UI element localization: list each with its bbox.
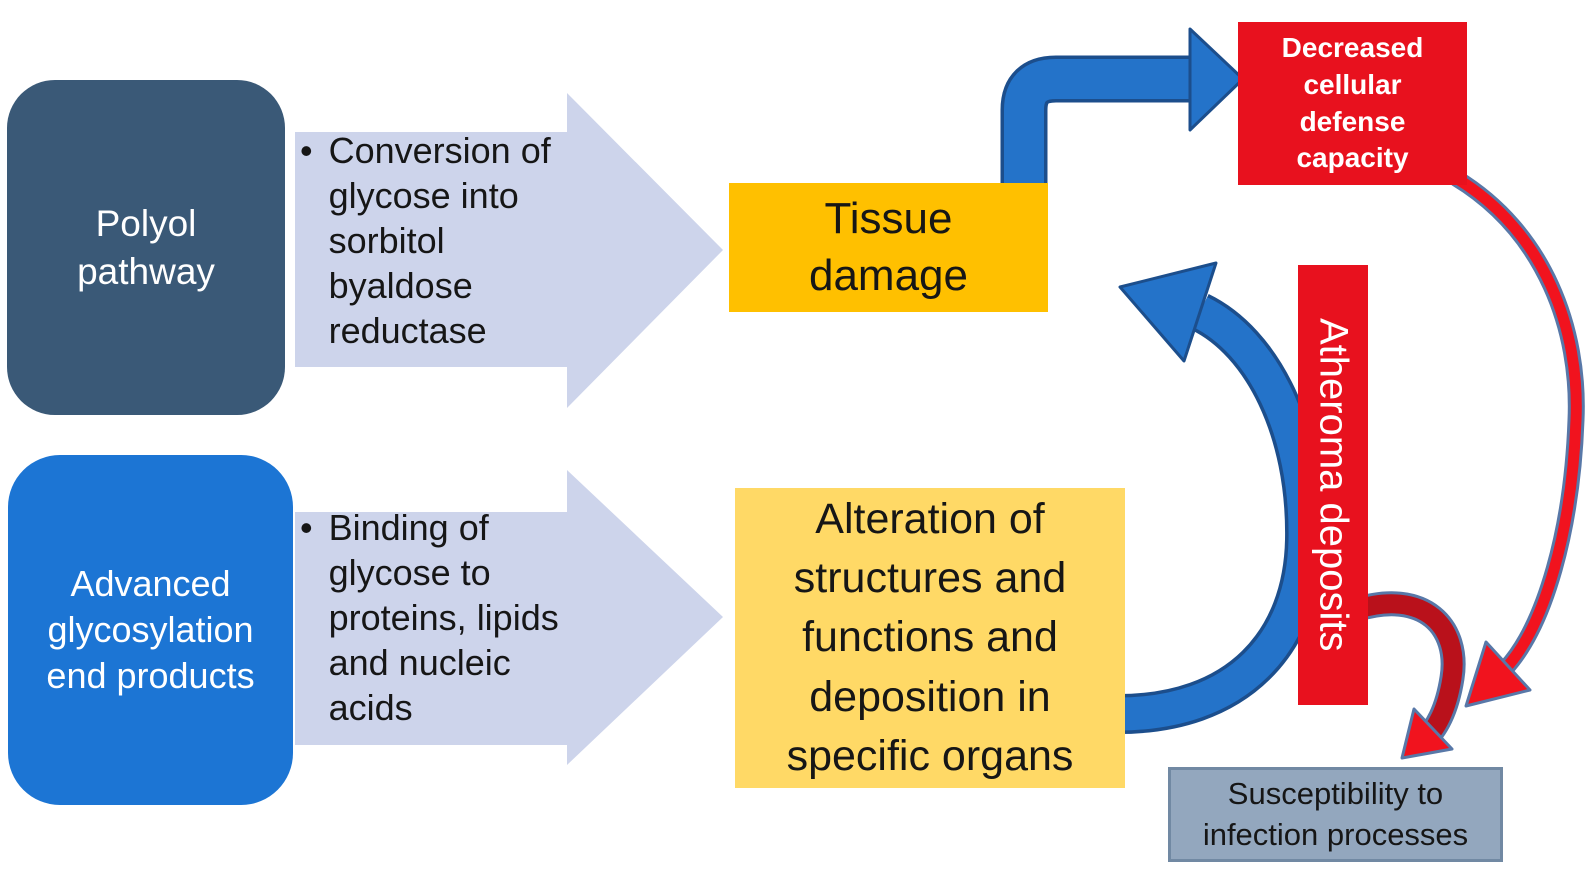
polyol-process-arrow (295, 93, 723, 408)
curve-arrow-defense-to-susceptibility (1453, 173, 1582, 672)
polyol-process-text: • Conversion of glycose into sorbitol by… (300, 128, 570, 353)
age-process-text: • Binding of glycose to proteins, lipids… (300, 505, 570, 730)
alteration-label: Alteration of structures and functions a… (786, 494, 1074, 780)
polyol-pathway-box: Polyol pathway (7, 80, 285, 415)
long-curve-arrowhead-icon (1464, 640, 1532, 708)
age-process-arrow (295, 470, 723, 765)
curl-arrow-atheroma-to-susceptibility (1352, 594, 1463, 748)
advanced-glycosylation-box: Advanced glycosylation end products (8, 455, 293, 805)
decreased-defense-box: Decreased cellular defense capacity (1238, 22, 1467, 185)
advanced-glycosylation-label: Advanced glycosylation end products (46, 562, 255, 697)
atheroma-deposits-label: Atheroma deposits (1311, 318, 1356, 652)
curl-arrowhead-icon (1400, 707, 1454, 760)
elbow-arrow-tissue-to-defense (1004, 59, 1192, 190)
curve-arrowhead-icon (1118, 261, 1218, 363)
age-process-label: Binding of glycose to proteins, lipids a… (328, 507, 559, 728)
polyol-process-label: Conversion of glycose into sorbitol byal… (328, 130, 551, 351)
tissue-damage-box: Tissue damage (729, 183, 1048, 312)
curve-arrow-defense-to-susceptibility-outline (1451, 170, 1585, 674)
alteration-box: Alteration of structures and functions a… (735, 488, 1125, 788)
bullet-icon: • (300, 130, 313, 171)
decreased-defense-label: Decreased cellular defense capacity (1281, 31, 1424, 174)
polyol-pathway-label: Polyol pathway (77, 203, 215, 292)
susceptibility-label: Susceptibility to infection processes (1202, 775, 1469, 852)
curve-arrow-alteration-to-tissue (1112, 297, 1322, 731)
atheroma-deposits-box: Atheroma deposits (1298, 265, 1368, 705)
tissue-damage-label: Tissue damage (808, 194, 968, 300)
susceptibility-box: Susceptibility to infection processes (1168, 767, 1503, 862)
elbow-arrowhead-icon (1188, 27, 1245, 132)
bullet-icon: • (300, 507, 313, 548)
